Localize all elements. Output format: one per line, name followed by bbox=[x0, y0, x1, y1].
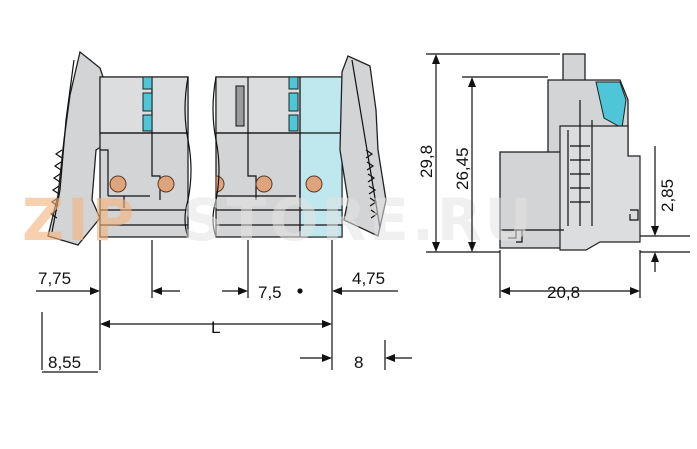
contact-pin-2 bbox=[157, 175, 175, 193]
label-26-45: 26,45 bbox=[453, 147, 472, 190]
arrow-8-left bbox=[322, 354, 332, 362]
contact-pin-1 bbox=[109, 175, 127, 193]
label-8-55: 8,55 bbox=[48, 353, 81, 372]
latch-slot bbox=[235, 85, 245, 127]
dimension-lines bbox=[36, 53, 690, 373]
watermark: ZIP STORE.RU bbox=[22, 186, 535, 254]
arrow-20-8-right bbox=[630, 287, 640, 295]
label-L: L bbox=[211, 318, 220, 337]
marker-cyan-4 bbox=[288, 76, 299, 90]
side-rib-ticks bbox=[570, 145, 590, 203]
label-2-85: 2,85 bbox=[658, 179, 677, 212]
front-view-left-part bbox=[47, 50, 192, 246]
dimension-labels: 7,75 8,55 L 7,5 4,75 8 29,8 26,45 2,85 2… bbox=[38, 145, 677, 372]
marker-cyan-1 bbox=[142, 76, 153, 90]
arrow-L-left bbox=[100, 320, 110, 328]
break-line-right bbox=[212, 76, 220, 238]
marker-cyan-3 bbox=[142, 114, 153, 132]
arrow-20-8-left bbox=[500, 287, 510, 295]
side-ribs bbox=[567, 100, 593, 226]
break-line-left bbox=[184, 76, 192, 238]
arrow-2-85-bottom bbox=[651, 252, 659, 262]
label-29-8: 29,8 bbox=[417, 145, 436, 178]
arrow-2-85-top bbox=[651, 226, 659, 236]
arrow-8-right bbox=[385, 354, 395, 362]
marker-cyan-2 bbox=[142, 92, 153, 112]
arrow-pin1 bbox=[152, 287, 162, 295]
cavity-outline-right bbox=[216, 133, 301, 200]
cavity-outline-left bbox=[100, 133, 161, 208]
arrow-7-5 bbox=[238, 287, 248, 295]
contact-pin-4 bbox=[255, 175, 273, 193]
arrow-26-45-bottom bbox=[468, 242, 476, 252]
arrow-4-75 bbox=[332, 287, 342, 295]
marker-cyan-6 bbox=[288, 114, 299, 132]
arrow-29-8-top bbox=[432, 54, 440, 64]
arrow-26-45-top bbox=[468, 77, 476, 87]
side-cyan-marker bbox=[595, 81, 627, 129]
front-view-right-part bbox=[212, 55, 387, 238]
lever-grip-right bbox=[365, 149, 379, 219]
label-7-5: 7,5 bbox=[258, 283, 282, 302]
dim-dot bbox=[297, 288, 303, 294]
arrow-29-8-bottom bbox=[432, 242, 440, 252]
marker-cyan-5 bbox=[288, 92, 299, 112]
arrow-L-right bbox=[322, 320, 332, 328]
side-body-lower bbox=[499, 151, 565, 249]
watermark-zip: ZIP bbox=[22, 186, 137, 254]
lever-grip-left bbox=[49, 149, 63, 219]
watermark-store: STORE.RU bbox=[182, 186, 535, 254]
contact-pin-5 bbox=[305, 175, 323, 193]
label-4-75: 4,75 bbox=[352, 269, 385, 288]
label-20-8: 20,8 bbox=[547, 283, 580, 302]
arrow-7-75 bbox=[90, 287, 100, 295]
side-view bbox=[499, 53, 641, 251]
label-7-75: 7,75 bbox=[38, 269, 71, 288]
label-8: 8 bbox=[354, 353, 363, 372]
